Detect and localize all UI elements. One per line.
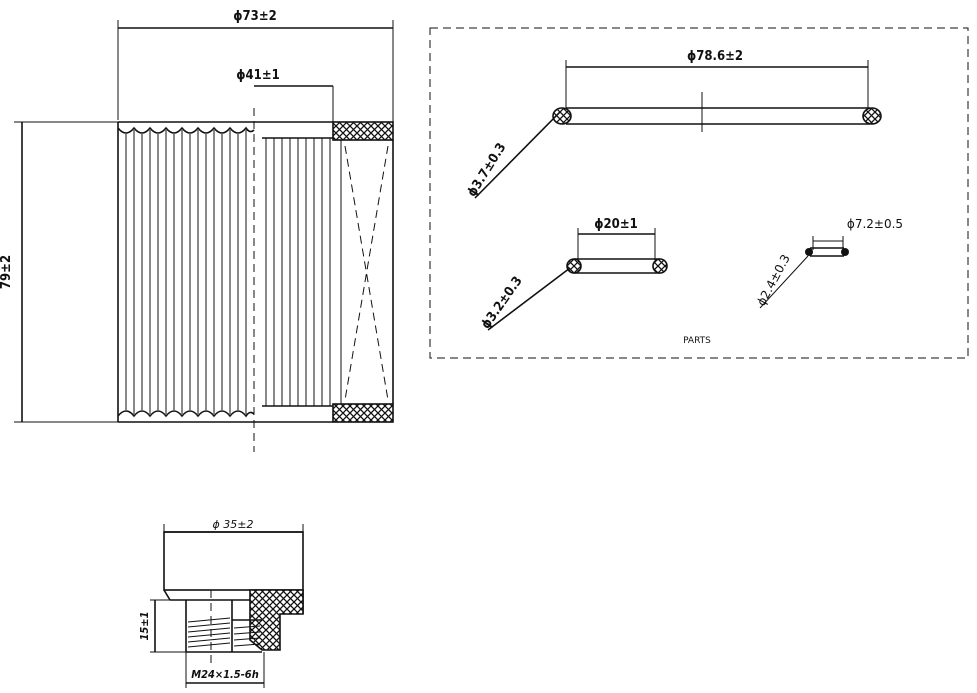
- oring-small-section-left: [805, 248, 813, 256]
- oring-medium-section-right: [652, 258, 668, 274]
- pleat-wave-bottom: [117, 410, 255, 418]
- bottom-seal: [332, 403, 394, 423]
- oring-large-diameter-label: ϕ78.6±2: [687, 49, 743, 64]
- oring-medium-leader: [487, 267, 571, 331]
- oring-small-diameter-label: ϕ7.2±0.5: [847, 217, 903, 231]
- end-cap-diameter-label: ϕ 35±2: [213, 518, 254, 531]
- oring-medium: ϕ20±1 ϕ3.2±0.3: [479, 217, 668, 332]
- thread-lines: [187, 617, 261, 648]
- end-cap-view: ϕ 35±2 15±1 M24×1.5-6h: [138, 518, 304, 688]
- outer-diameter-label: ϕ73±2: [233, 9, 277, 24]
- oring-small: ϕ7.2±0.5 ϕ2.4±0.3: [754, 217, 903, 309]
- core-lines: [265, 138, 331, 406]
- oring-large-section-right: [862, 107, 882, 125]
- thread-label: M24×1.5-6h: [191, 668, 259, 681]
- oring-medium-diameter-label: ϕ20±1: [594, 217, 638, 232]
- oring-medium-section-left: [566, 258, 582, 274]
- oring-small-section-label: ϕ2.4±0.3: [754, 252, 793, 308]
- oring-medium-section-label: ϕ3.2±0.3: [479, 274, 526, 332]
- oring-small-section-right: [841, 248, 849, 256]
- height-label: 79±2: [0, 255, 14, 289]
- cap-body: [163, 531, 304, 591]
- parts-panel: PARTS ϕ78.6±2 ϕ3.7±0.3 ϕ20±1 ϕ: [429, 27, 969, 359]
- pleat-wave-top: [117, 126, 255, 134]
- cap-section-hatch: [249, 589, 304, 651]
- top-seal: [332, 121, 394, 141]
- pleat-lines: [125, 130, 247, 414]
- inner-diameter-label: ϕ41±1: [236, 68, 280, 83]
- thread-length-label: 15±1: [138, 612, 151, 641]
- filter-element-view: ϕ73±2 ϕ41±1 79±2: [0, 9, 394, 452]
- oring-large-section-left: [552, 107, 572, 125]
- oring-small-leader: [759, 255, 809, 309]
- hidden-line-a: [344, 145, 389, 401]
- oring-large: ϕ78.6±2 ϕ3.7±0.3: [465, 49, 882, 200]
- oring-large-leader: [474, 111, 561, 199]
- parts-frame: [429, 27, 969, 359]
- hidden-line-b: [344, 145, 389, 401]
- parts-label: PARTS: [683, 336, 711, 346]
